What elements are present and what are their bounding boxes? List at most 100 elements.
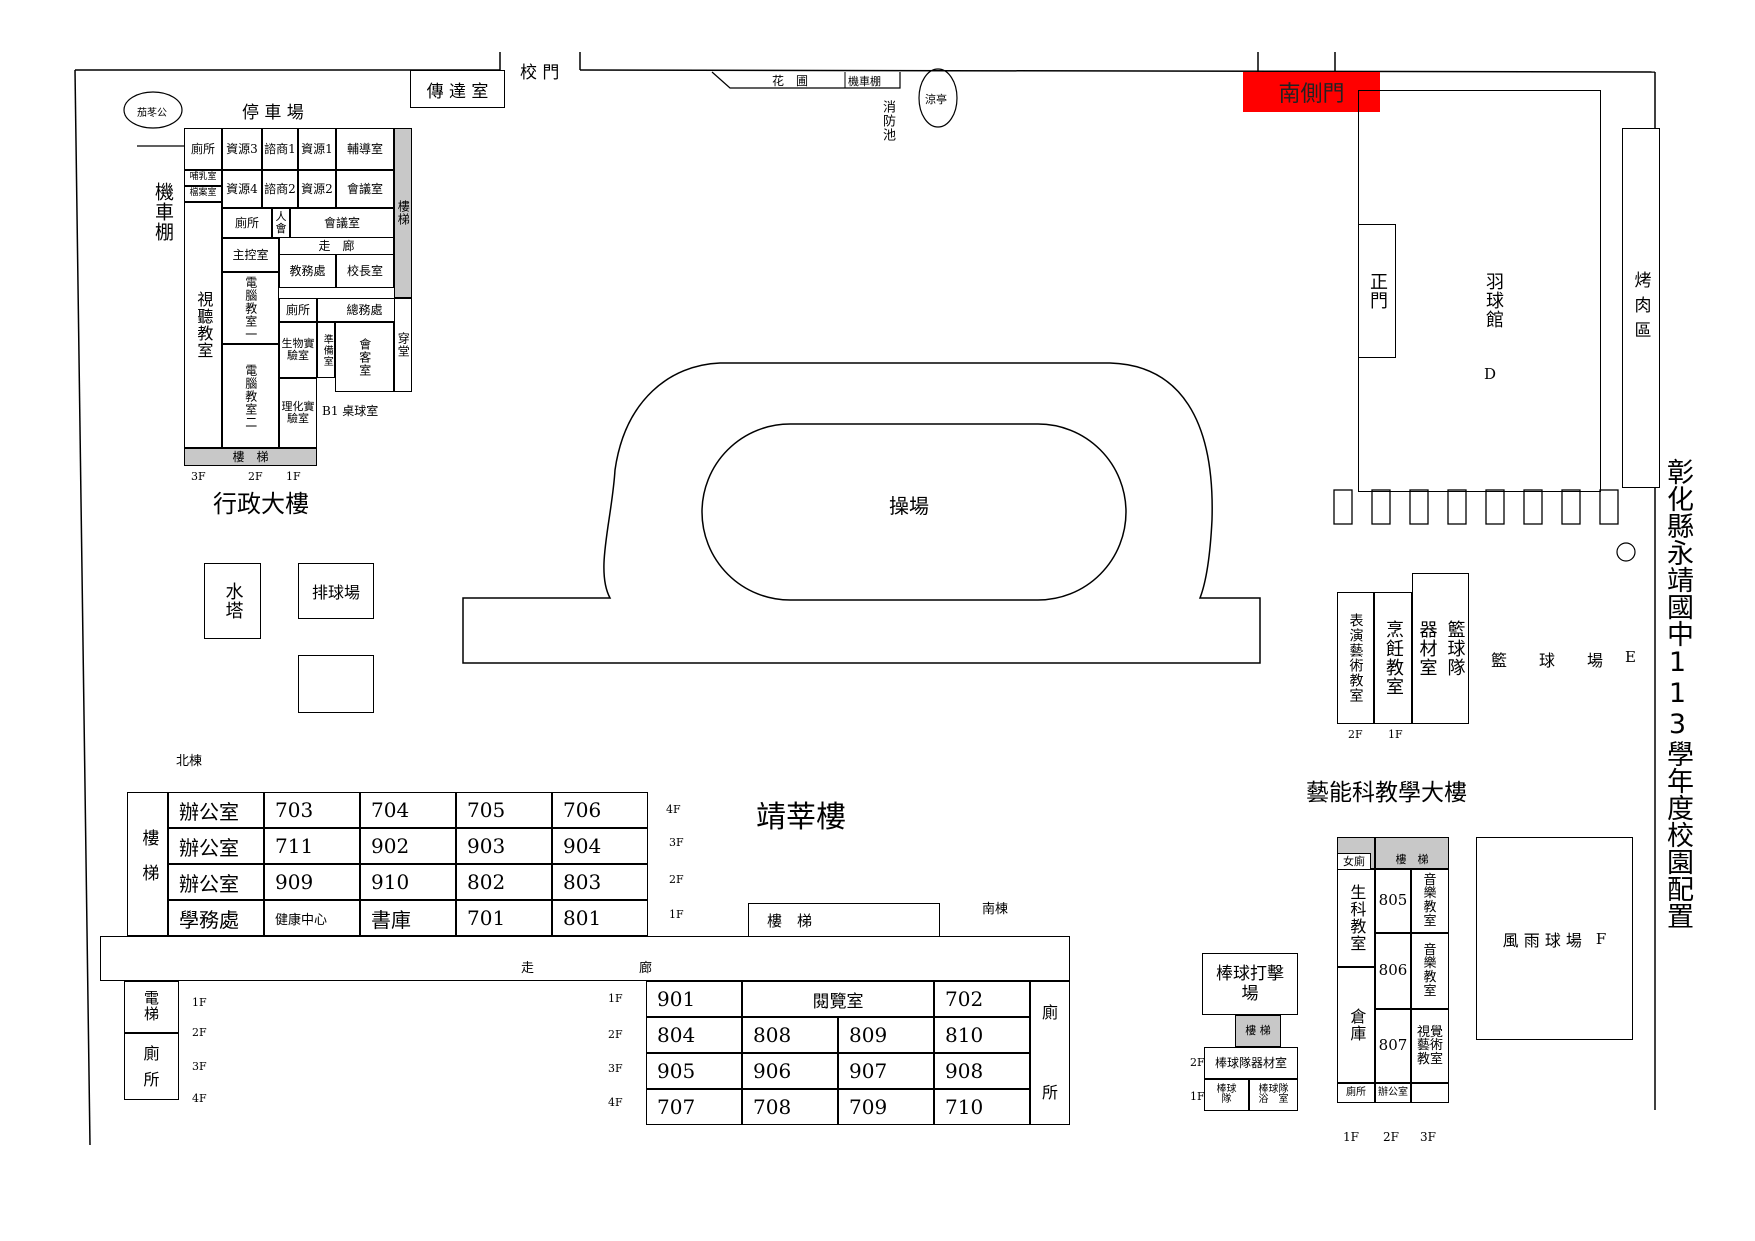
admin-stairs-bottom: 樓 梯 (184, 448, 317, 466)
admin-meeting2: 會議室 (290, 208, 394, 238)
admin-toilet-2: 廁所 (222, 208, 272, 238)
baseball-floor-2f: 2F (1190, 1056, 1205, 1069)
south-stairs-label: 樓 梯 (767, 911, 813, 930)
arts-wing-music2: 音樂教室 (1411, 933, 1449, 1009)
arts-floor-1f: 1F (1388, 728, 1403, 741)
north-4f-703: 703 (264, 792, 360, 828)
jinghua-corridor: 走 廊 (100, 936, 1070, 981)
admin-counsel2: 諮商2 (262, 170, 298, 208)
baseball-equip: 棒球隊器材室 (1204, 1047, 1298, 1079)
admin-comp2: 電腦教室二 (222, 344, 279, 448)
perform-label: 表演藝術教室 (1347, 613, 1364, 703)
guard-room: 傳 達 室 (410, 70, 505, 108)
south-stairs: 樓 梯 (748, 903, 940, 937)
admin-prep: 準備室 (317, 322, 335, 378)
south-side-gate-label: 南側門 (1278, 82, 1345, 107)
north-3f-902: 902 (360, 828, 456, 864)
south-2f-809: 809 (838, 1017, 934, 1053)
admin-counsel1: 諮商1 (262, 128, 298, 170)
north-3f-711: 711 (264, 828, 360, 864)
south-side-gate: 南側門 (1243, 72, 1380, 112)
arts-wing: 樓 梯 女廁 生科教室 倉庫 805 806 807 音樂教室 音樂教室 視覺藝… (1337, 837, 1449, 1104)
arts-wing-stairs: 樓 梯 (1375, 837, 1449, 869)
admin-hall: 穿堂 (394, 298, 412, 392)
north-floor-2f: 2F (669, 873, 684, 886)
admin-floor-3f: 3F (191, 470, 206, 483)
admin-meeting1: 會議室 (336, 170, 394, 208)
admin-building: 廁所 資源3 諮商1 資源1 輔導室 哺乳室 檔案室 資源4 諮商2 資源2 會… (184, 128, 412, 468)
team-equip-room: 器材室 籃球隊 (1412, 573, 1469, 724)
admin-av-room: 視聽教室 (184, 202, 222, 448)
moto-shed-label: 機車棚 (152, 182, 174, 242)
jinghua-building-name: 靖莘樓 (756, 800, 846, 835)
south-grid: 901 閱覽室 702 804 808 809 810 905 906 907 … (646, 981, 1070, 1125)
admin-corridor: 走 廊 (279, 238, 394, 254)
admin-floor-1f: 1F (286, 470, 301, 483)
arts-building-name: 藝能科教學大樓 (1306, 780, 1467, 806)
cooking-label: 烹飪教室 (1383, 620, 1404, 696)
main-gate-box-label: 正門 (1367, 272, 1388, 310)
admin-res3: 資源3 (222, 128, 262, 170)
admin-chemlab: 理化實驗室 (279, 378, 317, 448)
admin-archive: 檔案室 (184, 186, 222, 202)
north-2f-802: 802 (456, 864, 552, 900)
north-4f-704: 704 (360, 792, 456, 828)
admin-building-name: 行政大樓 (213, 490, 309, 518)
arts-wing-science: 生科教室 (1337, 869, 1375, 967)
admin-res2: 資源2 (298, 170, 336, 208)
south-2f-808: 808 (742, 1017, 838, 1053)
left-toilet: 廁所 (124, 1033, 179, 1100)
north-4f-705: 705 (456, 792, 552, 828)
left-floor-1f: 1F (192, 996, 207, 1009)
garden-label: 花 圃 (772, 74, 809, 88)
baseball-floor-1f: 1F (1190, 1090, 1205, 1103)
north-2f-office: 辦公室 (168, 864, 264, 900)
south-1f-reading: 閱覽室 (742, 981, 934, 1017)
arts-wing-bottom-office: 辦公室 (1375, 1083, 1411, 1103)
north-4f-706: 706 (552, 792, 648, 828)
arts-wing-music1: 音樂教室 (1411, 869, 1449, 933)
admin-stairs-right: 樓梯 (394, 128, 412, 298)
map-title: 彰化縣永靖國中113學年度校園配置 (1662, 458, 1693, 929)
baseball-room1: 棒球隊 (1204, 1079, 1249, 1111)
south-3f-905: 905 (646, 1053, 742, 1089)
arts-wing-805: 805 (1375, 869, 1411, 933)
water-tower-label: 水塔 (222, 582, 244, 620)
admin-toilet-3: 廁所 (279, 298, 317, 322)
admin-principal: 校長室 (336, 254, 394, 288)
fire-pool-label: 消防池 (880, 100, 895, 142)
admin-toilet-1: 廁所 (184, 128, 222, 170)
north-stairs: 樓梯 (127, 792, 168, 936)
north-4f-office: 辦公室 (168, 792, 264, 828)
badminton-letter: D (1484, 365, 1497, 383)
admin-hr: 人會 (272, 208, 290, 238)
pavilion-label: 涼亭 (925, 93, 947, 106)
south-floor-3f: 3F (608, 1062, 623, 1075)
north-floor-1f: 1F (669, 908, 684, 921)
badminton-label: 羽球館 (1483, 272, 1504, 329)
north-floor-4f: 4F (666, 803, 681, 816)
north-1f-student-affairs: 學務處 (168, 900, 264, 936)
south-floor-4f: 4F (608, 1096, 623, 1109)
water-tower: 水塔 (204, 563, 261, 639)
north-3f-903: 903 (456, 828, 552, 864)
arts-wing-floor-2f: 2F (1383, 1130, 1399, 1144)
rain-court-label: 風 雨 球 場 (1502, 930, 1582, 950)
rain-court: 風 雨 球 場 F (1476, 837, 1633, 1040)
bike-shed-small-label: 機車棚 (848, 75, 881, 88)
basketball-label: 籃 球 場 (1491, 651, 1604, 670)
admin-academic: 教務處 (279, 254, 336, 288)
left-floor-3f: 3F (192, 1060, 207, 1073)
arts-wing-bottom-blank (1411, 1083, 1449, 1103)
south-4f-709: 709 (838, 1089, 934, 1125)
admin-comp1: 電腦教室一 (222, 272, 279, 344)
south-wing-label: 南棟 (982, 902, 1009, 917)
baseball-room2: 棒球隊浴 室 (1249, 1079, 1298, 1111)
south-2f-810: 810 (934, 1017, 1030, 1053)
north-wing-label: 北棟 (176, 754, 203, 769)
south-3f-908: 908 (934, 1053, 1030, 1089)
south-4f-710: 710 (934, 1089, 1030, 1125)
south-1f-901: 901 (646, 981, 742, 1017)
north-1f-health: 健康中心 (264, 900, 360, 936)
volleyball-label: 排球場 (311, 583, 360, 602)
